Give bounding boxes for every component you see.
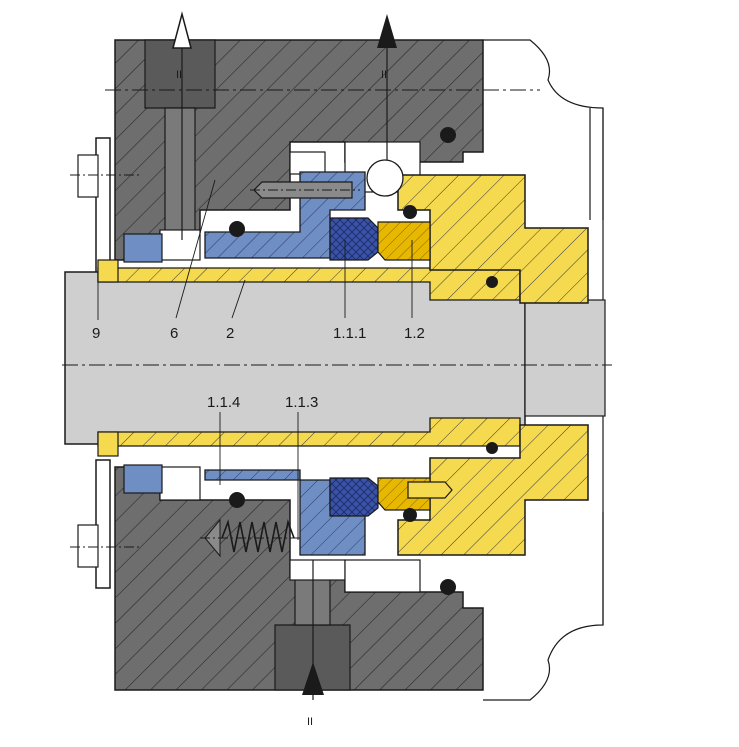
- pin-top: [253, 181, 353, 199]
- label-sleeve: 2: [226, 325, 234, 342]
- shaft-end: [524, 299, 606, 417]
- sleeve-left-ring-bottom: [97, 431, 119, 457]
- pin-bottom: [407, 481, 453, 499]
- seat-holder-bottom: [397, 424, 589, 556]
- drain-ball: [366, 159, 404, 197]
- label-rotating-face: 1.1.1: [333, 325, 366, 342]
- label-drive-collar: 6: [170, 325, 178, 342]
- flow-mark-inlet-bottom: II: [307, 716, 313, 728]
- flow-mark-outlet-right: II: [381, 69, 387, 81]
- set-screw-bottom: [123, 464, 163, 494]
- port-top: [144, 39, 216, 233]
- o-rings: [229, 127, 498, 595]
- spring: [221, 519, 295, 553]
- gland-plate-bottom: [95, 459, 111, 589]
- rotating-face-bottom: [329, 477, 379, 517]
- flow-arrow-outlet-right: [377, 14, 397, 160]
- label-anti-rotation-pin: 1.1.4: [207, 394, 240, 411]
- set-screw-top: [123, 233, 163, 263]
- shaft: [64, 271, 526, 445]
- stationary-seat-top: [377, 221, 431, 261]
- seat-holder-top: [397, 174, 589, 304]
- flow-arrow-outlet-left: [172, 11, 192, 240]
- label-stationary-seat: 1.2: [404, 325, 425, 342]
- label-gland-ring: 9: [92, 325, 100, 342]
- flow-mark-outlet-left: II: [176, 69, 182, 81]
- rotating-face-top: [329, 217, 379, 261]
- bolt-heads: [77, 154, 99, 568]
- leader-lines: [97, 179, 413, 540]
- sleeve-left-ring-top: [97, 259, 119, 283]
- centerlines: [62, 89, 612, 548]
- label-spring: 1.1.3: [285, 394, 318, 411]
- flow-arrow-inlet-bottom: [302, 560, 324, 700]
